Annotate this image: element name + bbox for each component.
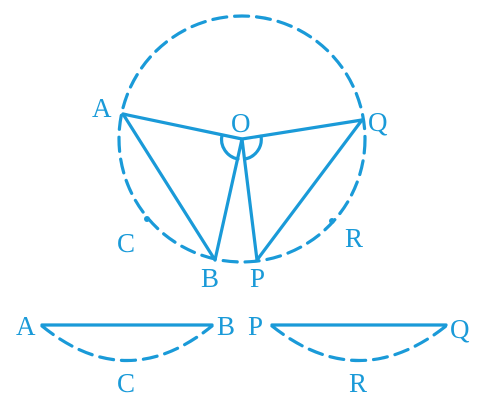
label-R: R: [345, 223, 363, 253]
arc-PRQ: [270, 324, 448, 362]
angle-arc-AOB: [219, 133, 240, 161]
segment-label-R: R: [349, 368, 367, 398]
label-P: P: [250, 263, 265, 293]
angle-arc-POQ: [243, 134, 263, 161]
label-B: B: [201, 263, 219, 293]
label-C: C: [117, 228, 135, 258]
radius-OB: [213, 137, 244, 262]
point-R-dot: [329, 218, 335, 224]
label-Q: Q: [368, 107, 388, 137]
chord-PQ: [255, 118, 364, 262]
label-A: A: [92, 93, 112, 123]
chord-AB: [121, 112, 217, 262]
label-O: O: [231, 108, 251, 138]
arc-ACB: [40, 324, 214, 362]
segment-label-Q: Q: [450, 314, 470, 344]
dashed-circle: [117, 14, 367, 264]
point-C-dot: [144, 216, 150, 222]
radius-OA: [121, 112, 244, 141]
segment-label-B: B: [217, 311, 235, 341]
segment-label-A: A: [16, 311, 36, 341]
segment-label-P: P: [248, 311, 263, 341]
segment-label-C: C: [117, 368, 135, 398]
